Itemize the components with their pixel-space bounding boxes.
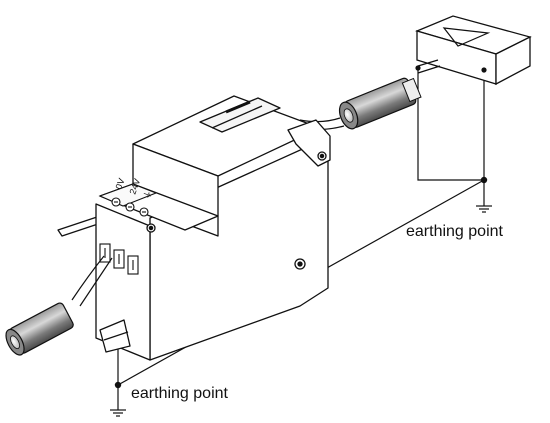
sensor-box <box>415 15 532 86</box>
terminal-block <box>98 183 158 217</box>
ground-symbol-bottom-icon <box>110 385 126 417</box>
triangle-icon <box>442 27 491 47</box>
ground-symbol-right-icon <box>476 180 492 213</box>
box-terminal-left <box>415 65 421 71</box>
terminal-slots <box>99 243 139 275</box>
wire-box-left-to-earth <box>417 68 484 181</box>
connector-right <box>338 77 422 130</box>
box-terminal-right <box>481 67 487 73</box>
terminal-label-3: ⏚ <box>141 189 153 201</box>
terminal-label-1: 0V <box>113 177 126 191</box>
surge-protector-module <box>57 95 331 361</box>
connector-left <box>5 302 74 356</box>
box-cable <box>417 59 441 74</box>
earthing-point-label-bottom: earthing point <box>131 385 229 402</box>
module-cable-left <box>71 255 113 307</box>
earthing-point-label-right: earthing point <box>406 223 504 240</box>
